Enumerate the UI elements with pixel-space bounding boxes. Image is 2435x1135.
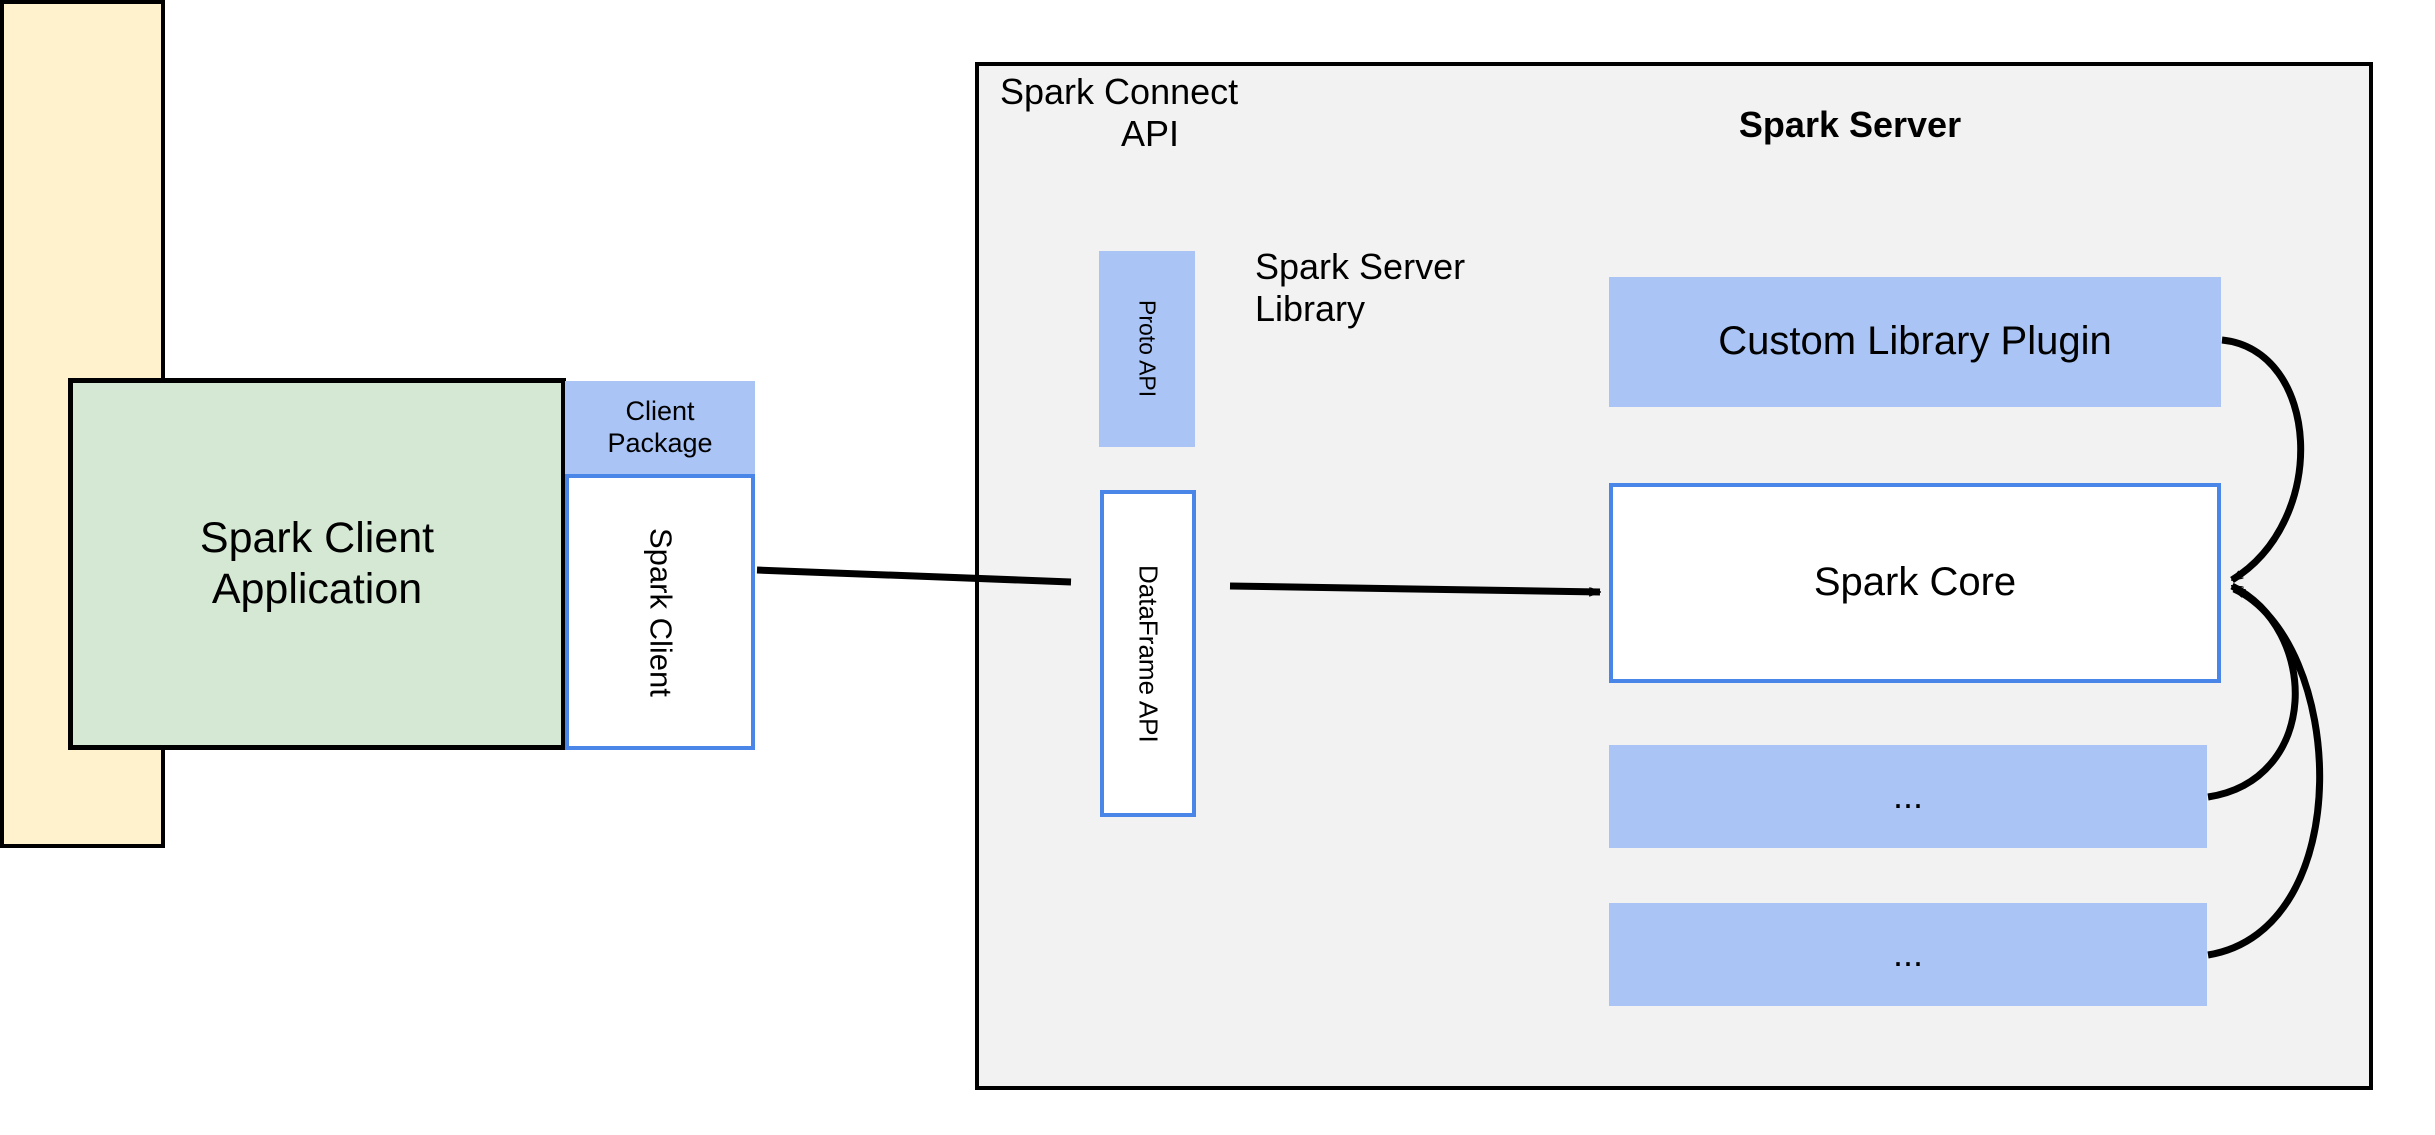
ellipsis-box-2-label: ... [1892,933,1923,975]
client-package-label: Client Package [607,396,712,460]
spark-core-label: Spark Core [1813,560,2017,605]
spark-client-application-box[interactable]: Spark Client Application [68,378,566,750]
spark-client-box[interactable]: Spark Client [565,474,755,750]
spark-connect-api-label: Spark Connect API [1000,68,1300,158]
proto-api-label: Proto API [1134,300,1161,398]
ellipsis-box-1[interactable]: ... [1609,745,2207,848]
proto-api-box[interactable]: Proto API [1099,251,1195,447]
dataframe-api-label: DataFrame API [1133,564,1164,743]
spark-connect-api-label-line1: Spark Connect [1000,70,1239,112]
custom-library-plugin-label: Custom Library Plugin [1718,319,2112,364]
custom-library-plugin-box[interactable]: Custom Library Plugin [1609,277,2221,407]
spark-server-library-label: Spark Server Library [1255,243,1545,333]
dataframe-api-box[interactable]: DataFrame API [1100,490,1196,817]
spark-client-application-label: Spark Client Application [200,513,434,614]
spark-server-library-label-line2: Library [1255,288,1366,329]
spark-client-application-label-line2: Application [211,565,423,613]
ellipsis-box-1-label: ... [1892,775,1923,817]
spark-connect-api-label-line2: API [1120,113,1180,154]
client-package-label-line2: Package [607,427,713,458]
client-package-box[interactable]: Client Package [565,381,755,474]
spark-core-box[interactable]: Spark Core [1609,483,2221,683]
spark-server-library-label-line1: Spark Server [1255,245,1466,287]
spark-server-title: Spark Server [1738,103,1962,145]
client-package-label-line1: Client [625,395,695,426]
spark-client-label: Spark Client [643,527,679,697]
ellipsis-box-2[interactable]: ... [1609,903,2207,1006]
spark-client-application-label-line1: Spark Client [199,514,435,563]
